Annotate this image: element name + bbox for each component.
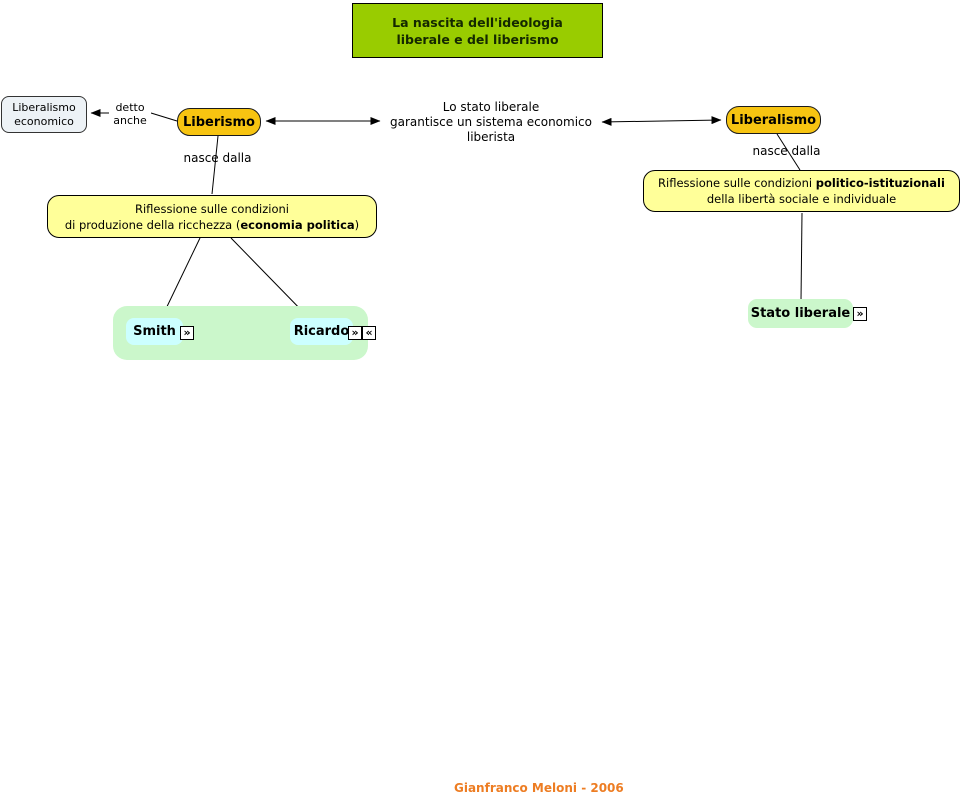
map-title-line1: La nascita dell'ideologia [392, 14, 563, 30]
detto-anche-stub-line [150, 112, 178, 122]
liberalismo-label: Liberalismo [730, 112, 817, 128]
link-label-nasce-dalla-right: nasce dalla [752, 144, 821, 158]
node-ricardo[interactable]: Ricardo [290, 318, 353, 345]
nasce-dalla-right-line [776, 133, 801, 171]
liberalismo-economico-line2: economico [14, 114, 74, 128]
node-liberalismo[interactable]: Liberalismo [726, 106, 821, 134]
link-label-detto-anche: detto anche [109, 100, 151, 128]
ricardo-label: Ricardo [293, 324, 350, 339]
garantisce-line2: garantisce un sistema economico [390, 115, 592, 129]
garantisce-right-arrow-line [601, 116, 722, 126]
riflessione-stato-line [800, 212, 803, 302]
garantisce-line1: Lo stato liberale [442, 100, 540, 114]
riflessione-smith-line [161, 237, 201, 318]
riflessione-politica-line2: della libertà sociale e individuale [706, 192, 897, 206]
ricardo-expand-forward-icon[interactable]: » [348, 326, 362, 340]
riflessione-economica-line2-bold: economia politica [240, 217, 355, 232]
detto-anche-line2: anche [113, 114, 147, 127]
garantisce-line3: liberista [466, 130, 516, 144]
ricardo-expand-back-icon[interactable]: « [362, 326, 376, 340]
node-riflessione-politica[interactable]: Riflessione sulle condizioni politico-is… [643, 170, 960, 212]
liberalismo-economico-line1: Liberalismo [12, 100, 76, 114]
riflessione-ricardo-line [230, 237, 309, 318]
node-stato-liberale[interactable]: Stato liberale [748, 299, 853, 328]
riflessione-politica-line1: Riflessione sulle condizioni politico-is… [658, 175, 945, 191]
map-title-node: La nascita dell'ideologia liberale e del… [352, 3, 603, 58]
node-liberismo[interactable]: Liberismo [177, 108, 261, 136]
link-label-nasce-dalla-left: nasce dalla [183, 151, 252, 165]
smith-expand-icon[interactable]: » [180, 326, 194, 340]
footer-credit: Gianfranco Meloni - 2006 [454, 781, 624, 795]
riflessione-politica-line1-pre: Riflessione sulle condizioni [658, 176, 816, 190]
stato-liberale-expand-icon[interactable]: » [853, 307, 867, 321]
node-liberalismo-economico[interactable]: Liberalismo economico [1, 96, 87, 133]
map-title-line2: liberale e del liberismo [396, 31, 559, 47]
riflessione-economica-line2-pre: di produzione della ricchezza ( [64, 217, 241, 232]
stato-liberale-label: Stato liberale [750, 306, 851, 321]
riflessione-economica-line1: Riflessione sulle condizioni [134, 201, 290, 216]
smith-label: Smith [133, 324, 176, 339]
nasce-dalla-left-line [211, 135, 219, 195]
liberismo-label: Liberismo [183, 114, 255, 130]
link-label-garantisce: Lo stato liberale garantisce un sistema … [385, 100, 597, 146]
node-smith[interactable]: Smith [126, 318, 183, 345]
riflessione-politica-line1-bold: politico-istituzionali [815, 176, 945, 190]
detto-anche-line1: detto [115, 101, 145, 114]
riflessione-economica-line2-post: ) [354, 217, 360, 232]
riflessione-economica-line2: di produzione della ricchezza (economia … [65, 217, 359, 233]
node-riflessione-economica[interactable]: Riflessione sulle condizioni di produzio… [47, 195, 377, 238]
